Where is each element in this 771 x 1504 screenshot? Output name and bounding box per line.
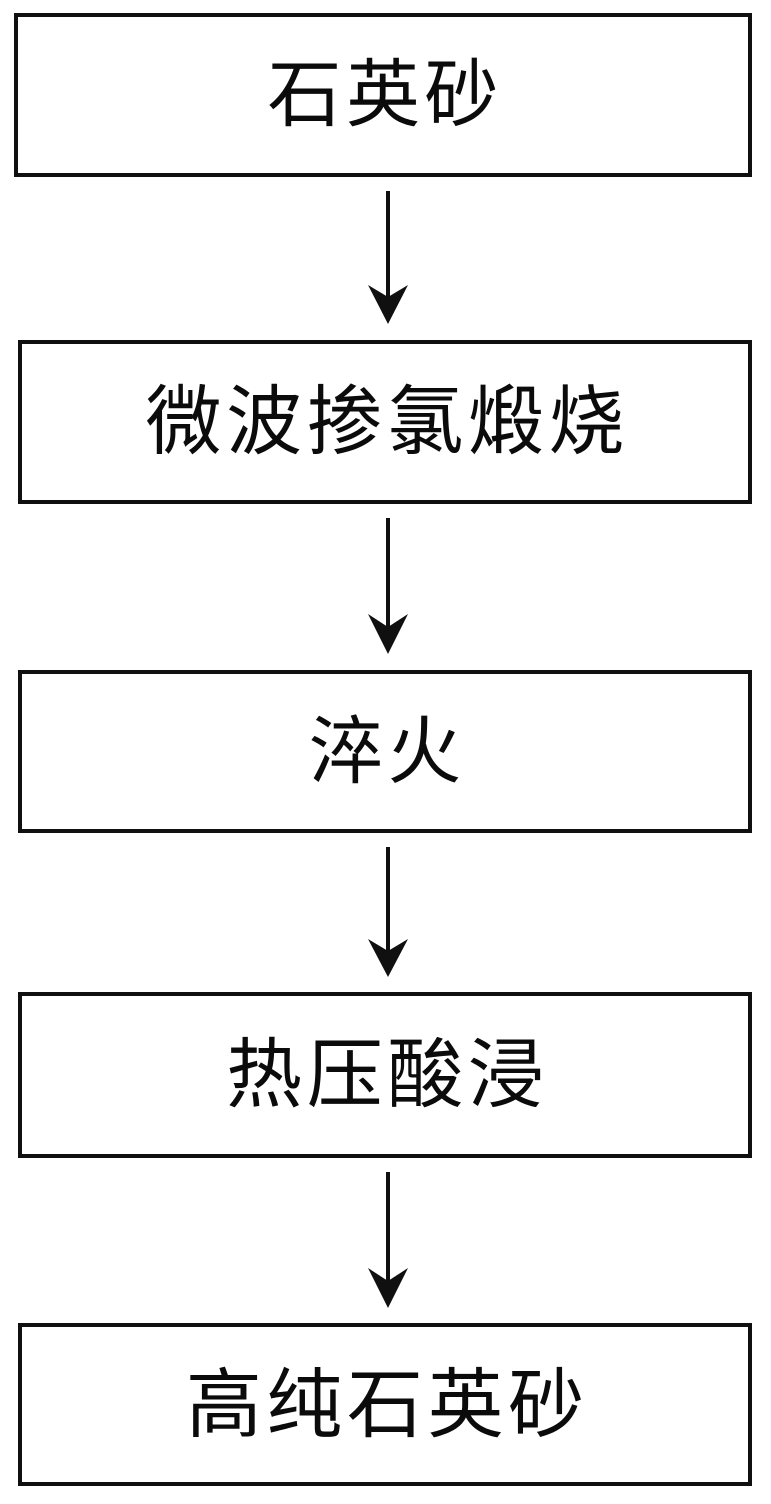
flowchart-node-label: 淬火 [308,708,466,795]
arrow-down-icon [352,518,424,655]
flowchart-node-label: 热压酸浸 [226,1030,549,1119]
flowchart-node-quartz-sand[interactable]: 石英砂 [14,13,752,177]
flowchart-node-hot-pressure-acid-leaching[interactable]: 热压酸浸 [18,992,752,1158]
arrow-down-icon [352,191,424,325]
flowchart-node-microwave-chlorine-calcination[interactable]: 微波掺氯煅烧 [18,340,752,504]
flowchart-node-label: 石英砂 [267,52,503,138]
flowchart-node-high-purity-quartz-sand[interactable]: 高纯石英砂 [18,1323,752,1486]
flowchart-node-quenching[interactable]: 淬火 [18,670,752,833]
arrow-down-icon [352,1172,424,1309]
flowchart-node-label: 微波掺氯煅烧 [145,377,629,466]
arrow-down-icon [352,847,424,978]
flowchart-node-label: 高纯石英砂 [185,1359,589,1449]
